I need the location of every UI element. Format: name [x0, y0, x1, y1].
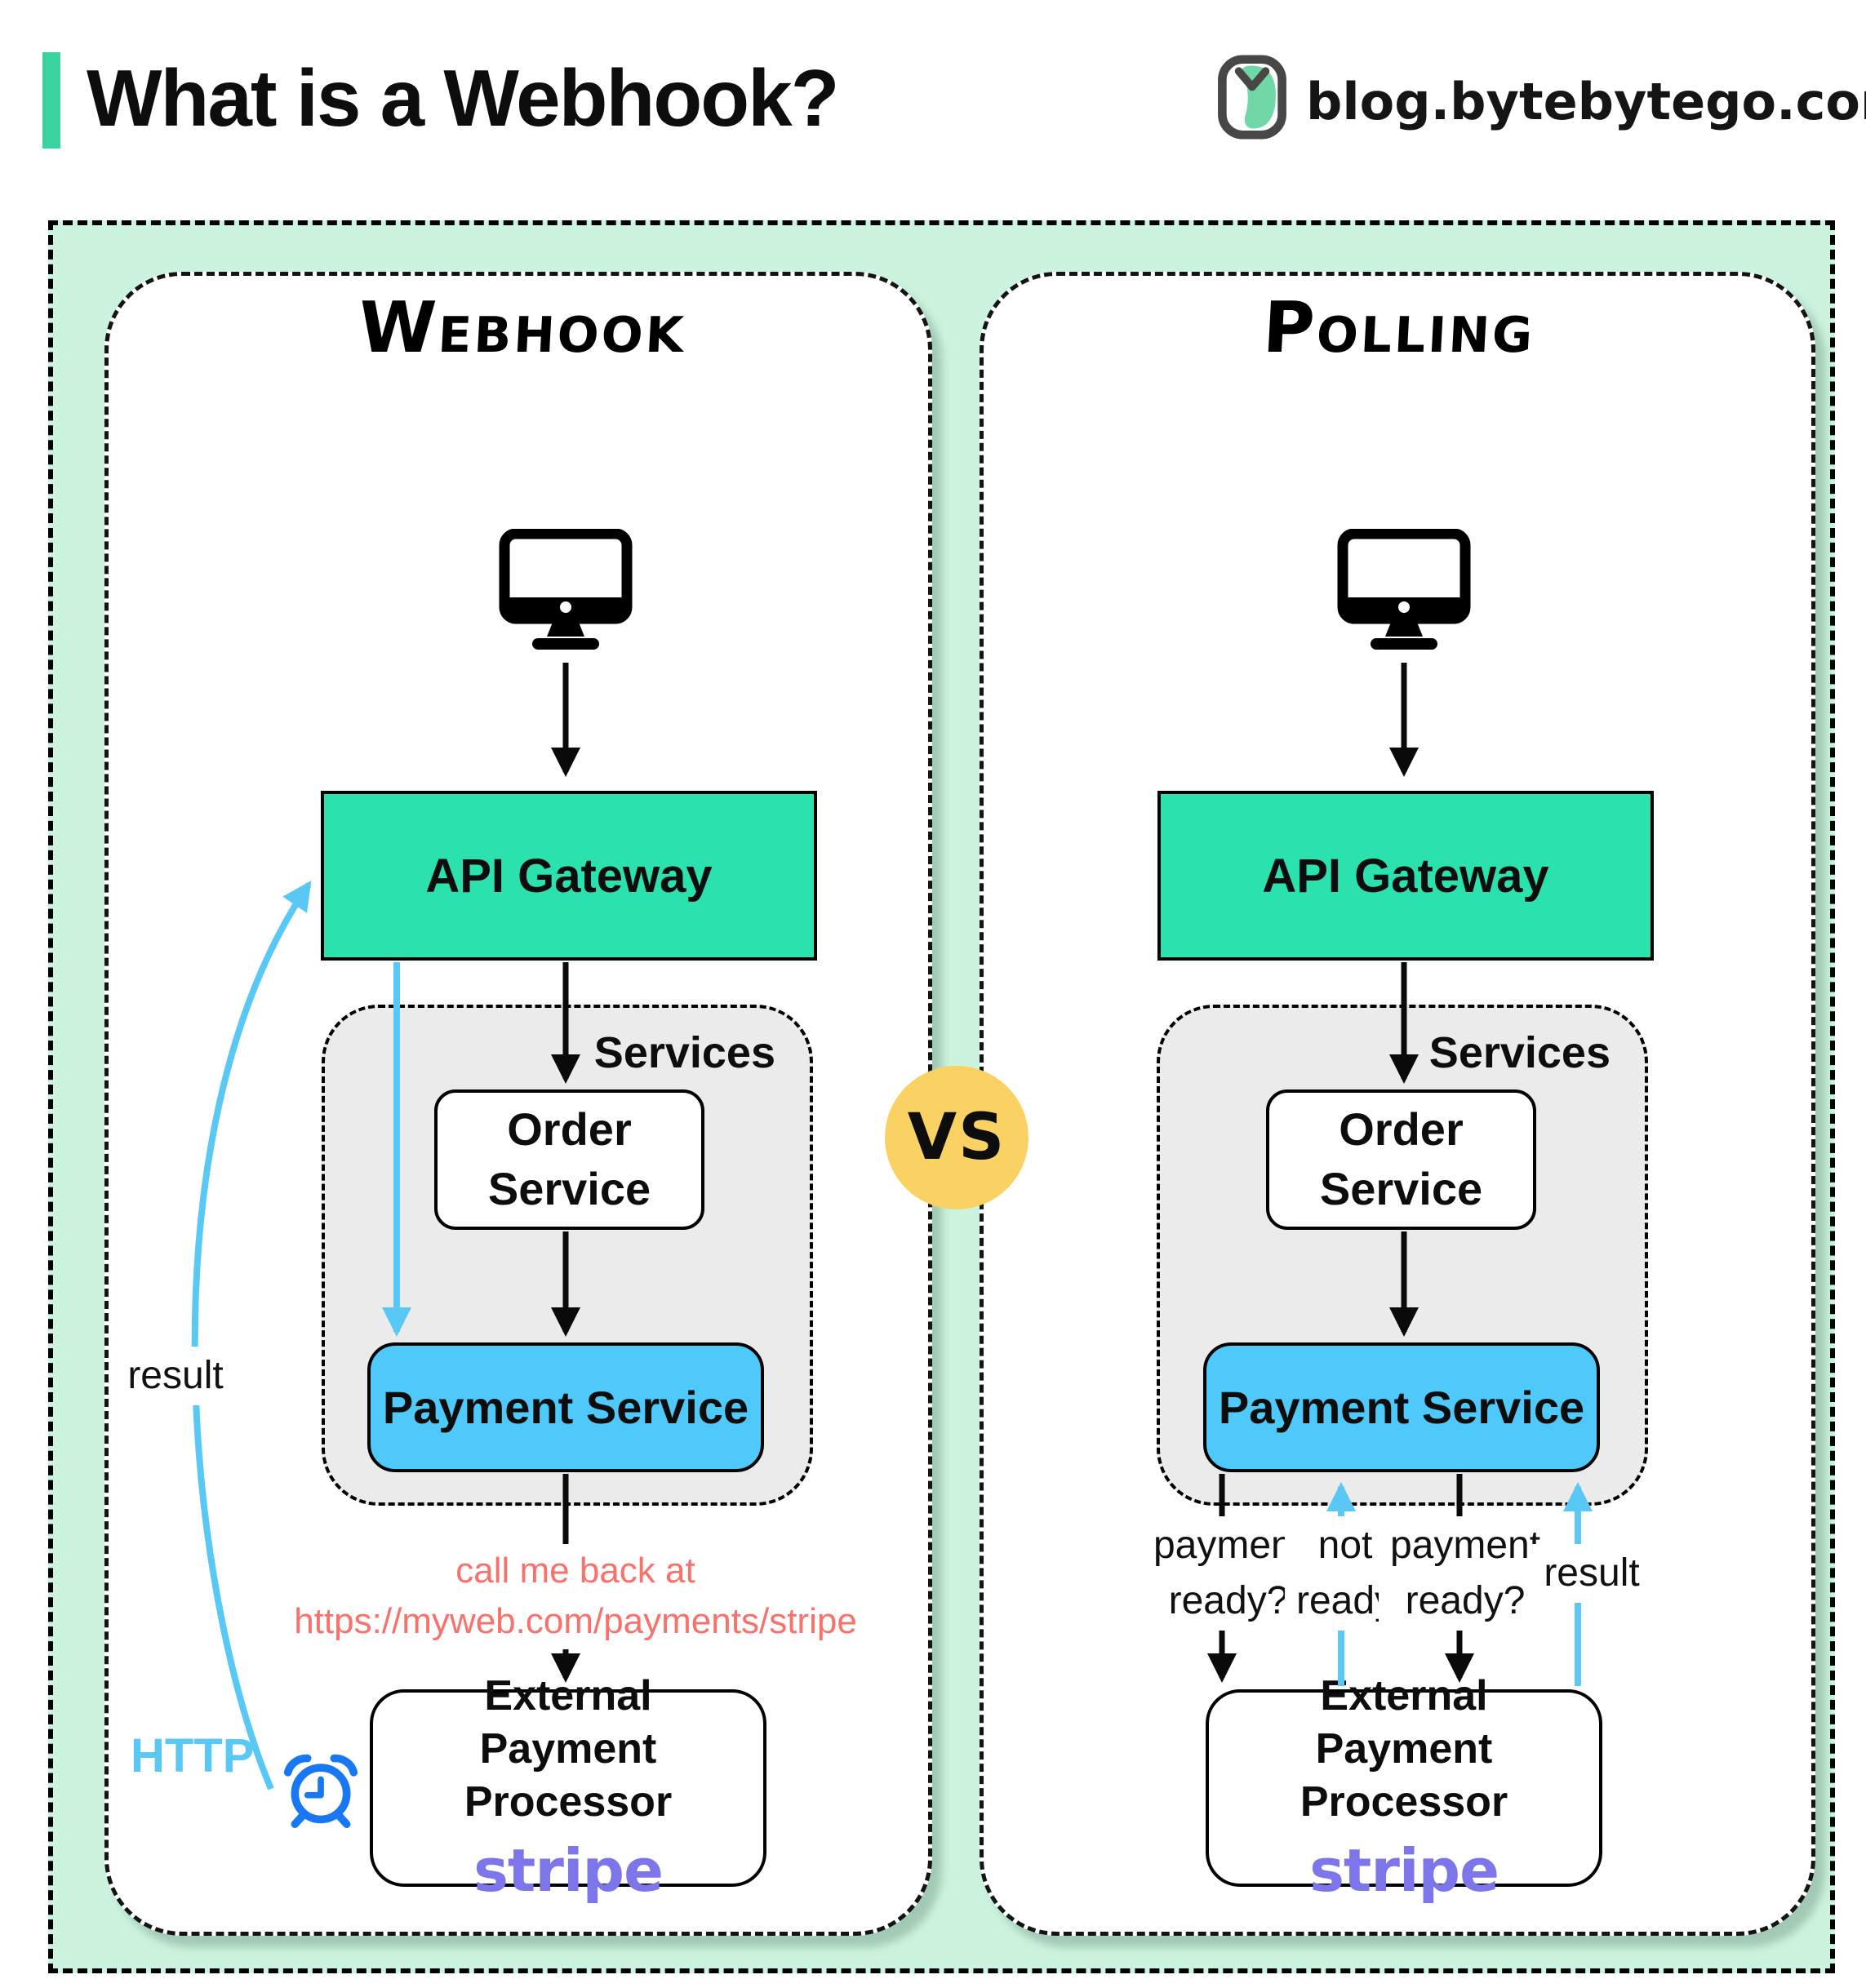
webhook-http-label: HTTP [131, 1729, 255, 1782]
polling-external-line2: Payment Processor [1300, 1724, 1508, 1826]
webhook-callback-line2: https://myweb.com/payments/stripe [294, 1601, 857, 1642]
desktop-monitor-icon [1337, 529, 1471, 650]
polling-order-service-line2: Service [1319, 1163, 1483, 1214]
polling-not-line1: not [1317, 1524, 1373, 1567]
polling-order-service-line1: Order [1339, 1103, 1464, 1156]
webhook-callback-line1: call me back at [455, 1551, 695, 1591]
polling-services-label: Services [1428, 1028, 1611, 1077]
polling-api-gateway-node: API Gateway [1157, 791, 1654, 961]
webhook-result-label: result [116, 1347, 235, 1406]
vs-label: VS [907, 1101, 1006, 1174]
webhook-callback-note: call me back at https://myweb.com/paymen… [282, 1544, 869, 1649]
polling-q1-line1: payment [1153, 1524, 1304, 1567]
polling-label-payment-ready-2: payment ready? [1378, 1516, 1553, 1631]
polling-panel-title: Polling [1260, 287, 1538, 369]
logo-text: blog.bytebytego.com [1306, 72, 1866, 131]
bytebytego-bird-icon [1218, 55, 1286, 140]
polling-not-line2: ready [1295, 1579, 1395, 1623]
webhook-order-service-node: Order Service [434, 1089, 704, 1230]
polling-external-line1: External [1320, 1671, 1488, 1720]
polling-q2-line1: payment [1389, 1524, 1541, 1567]
title-accent-bar [42, 52, 60, 149]
polling-api-gateway-label: API Gateway [1262, 849, 1549, 903]
polling-external-processor-node: External Payment Processor stripe [1206, 1672, 1602, 1905]
vs-badge: VS [885, 1066, 1029, 1209]
polling-order-service-node: Order Service [1266, 1089, 1536, 1230]
polling-q2-line2: ready? [1405, 1579, 1526, 1623]
polling-payment-service-label: Payment Service [1218, 1382, 1585, 1433]
webhook-services-label: Services [593, 1028, 775, 1077]
desktop-monitor-icon [499, 529, 633, 650]
stripe-logo-text: stripe [1309, 1835, 1499, 1905]
webhook-external-processor-node: External Payment Processor stripe [370, 1672, 766, 1905]
webhook-order-service-line2: Service [487, 1163, 651, 1214]
webhook-api-gateway-label: API Gateway [425, 849, 713, 903]
webhook-external-line1: External [484, 1671, 652, 1720]
polling-label-not-ready: not ready [1284, 1516, 1406, 1631]
alarm-clock-icon [283, 1754, 358, 1828]
webhook-api-gateway-node: API Gateway [321, 791, 817, 961]
page-title: What is a Webhook? [87, 53, 839, 143]
webhook-external-line2: Payment Processor [464, 1724, 673, 1826]
polling-q1-line2: ready? [1168, 1579, 1289, 1623]
webhook-panel-title: Webhook [356, 287, 689, 369]
polling-label-result: result [1532, 1544, 1651, 1604]
webhook-payment-service-label: Payment Service [382, 1382, 749, 1433]
webhook-payment-service-node: Payment Service [367, 1342, 764, 1472]
webhook-order-service-line1: Order [507, 1103, 632, 1156]
polling-payment-service-node: Payment Service [1203, 1342, 1600, 1472]
stripe-logo-text: stripe [473, 1835, 664, 1905]
